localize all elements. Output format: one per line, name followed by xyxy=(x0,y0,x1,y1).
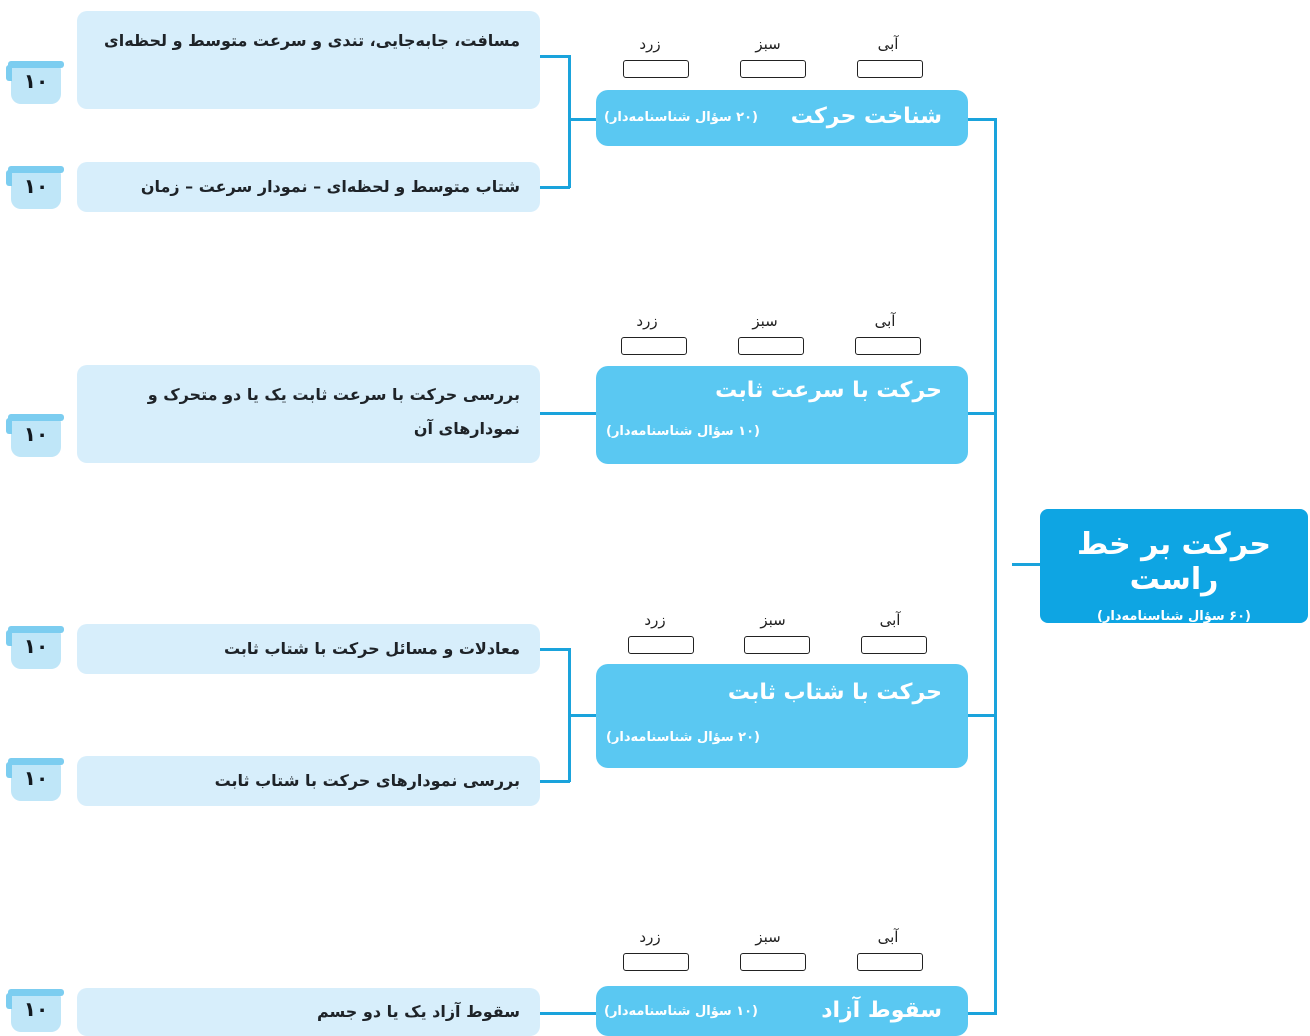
connector-sub-5 xyxy=(540,780,570,783)
connector-topic-1-branch xyxy=(568,55,571,188)
badge-count: ۱۰ xyxy=(23,69,49,93)
label-blue: آبی xyxy=(874,312,896,330)
subtopic-box: بررسی حرکت با سرعت ثابت یک یا دو متحرک و… xyxy=(77,365,540,463)
topic-title: شناخت حرکت xyxy=(790,104,942,129)
checkbox-blue[interactable] xyxy=(857,60,923,78)
connector-root-spine xyxy=(994,118,997,1015)
checkbox-green[interactable] xyxy=(740,60,806,78)
subtopic-box: شتاب متوسط و لحظه‌ای – نمودار سرعت – زما… xyxy=(77,162,540,212)
subtopic-text: مسافت، جابه‌جایی، تندی و سرعت متوسط و لح… xyxy=(104,31,520,50)
subtopic-text: بررسی نمودارهای حرکت با شتاب ثابت xyxy=(214,771,520,790)
topic-count: (۲۰ سؤال شناسنامه‌دار) xyxy=(606,730,760,745)
subtopic-text: معادلات و مسائل حرکت با شتاب ثابت xyxy=(223,639,520,658)
connector-spine-topic-4 xyxy=(967,1012,997,1015)
label-green: سبز xyxy=(752,312,778,330)
count-badge: ۱۰ xyxy=(6,625,64,671)
checkbox-yellow[interactable] xyxy=(621,337,687,355)
checkbox-green[interactable] xyxy=(744,636,810,654)
connector-spine-topic-3 xyxy=(967,714,997,717)
count-badge: ۱۰ xyxy=(6,60,64,106)
label-blue: آبی xyxy=(877,928,899,946)
label-green: سبز xyxy=(755,928,781,946)
count-badge: ۱۰ xyxy=(6,757,64,803)
connector-sub-4 xyxy=(540,648,570,651)
subtopic-text: شتاب متوسط و لحظه‌ای – نمودار سرعت – زما… xyxy=(140,177,520,196)
connector-sub-2 xyxy=(540,186,570,189)
topic-node: سقوط آزاد (۱۰ سؤال شناسنامه‌دار) xyxy=(596,986,968,1036)
badge-count: ۱۰ xyxy=(23,634,49,658)
connector-topic-2-sub-3 xyxy=(540,412,596,415)
label-blue: آبی xyxy=(877,35,899,53)
label-yellow: زرد xyxy=(636,312,658,330)
topic-count: (۲۰ سؤال شناسنامه‌دار) xyxy=(604,110,758,125)
topic-title: حرکت با سرعت ثابت xyxy=(715,378,942,403)
topic-node: حرکت با شتاب ثابت (۲۰ سؤال شناسنامه‌دار) xyxy=(596,664,968,768)
label-yellow: زرد xyxy=(644,611,666,629)
connector-topic-3-branch xyxy=(568,648,571,782)
checkbox-blue[interactable] xyxy=(861,636,927,654)
subtopic-text: بررسی حرکت با سرعت ثابت یک یا دو متحرک و… xyxy=(147,385,520,438)
connector-sub-1 xyxy=(540,55,570,58)
badge-count: ۱۰ xyxy=(23,766,49,790)
beaker-icon xyxy=(11,417,61,457)
checkbox-blue[interactable] xyxy=(855,337,921,355)
beaker-icon xyxy=(11,64,61,104)
connector-topic-3-left xyxy=(568,714,596,717)
label-green: سبز xyxy=(755,35,781,53)
subtopic-box: مسافت، جابه‌جایی، تندی و سرعت متوسط و لح… xyxy=(77,11,540,109)
checkbox-green[interactable] xyxy=(740,953,806,971)
label-blue: آبی xyxy=(879,611,901,629)
topic-title: سقوط آزاد xyxy=(821,998,942,1023)
connector-spine-topic-2 xyxy=(967,412,997,415)
label-green: سبز xyxy=(760,611,786,629)
label-yellow: زرد xyxy=(639,928,661,946)
subtopic-box: معادلات و مسائل حرکت با شتاب ثابت xyxy=(77,624,540,674)
beaker-icon xyxy=(11,629,61,669)
count-badge: ۱۰ xyxy=(6,165,64,211)
beaker-icon xyxy=(11,992,61,1032)
checkbox-blue[interactable] xyxy=(857,953,923,971)
topic-count: (۱۰ سؤال شناسنامه‌دار) xyxy=(604,1004,758,1019)
count-badge: ۱۰ xyxy=(6,988,64,1034)
root-title: حرکت بر خط راست xyxy=(1076,527,1272,597)
beaker-icon xyxy=(11,761,61,801)
count-badge: ۱۰ xyxy=(6,413,64,459)
subtopic-box: سقوط آزاد یک یا دو جسم xyxy=(77,988,540,1036)
connector-spine-topic-1 xyxy=(967,118,997,121)
root-count: (۶۰ سؤال شناسنامه‌دار) xyxy=(1097,609,1251,624)
connector-topic-1-left xyxy=(568,118,596,121)
checkbox-yellow[interactable] xyxy=(623,60,689,78)
badge-count: ۱۰ xyxy=(23,174,49,198)
root-node: حرکت بر خط راست (۶۰ سؤال شناسنامه‌دار) xyxy=(1040,509,1308,624)
subtopic-text: سقوط آزاد یک یا دو جسم xyxy=(316,1002,520,1021)
connector-root-stem xyxy=(1012,563,1042,566)
checkbox-yellow[interactable] xyxy=(628,636,694,654)
label-yellow: زرد xyxy=(639,35,661,53)
checkbox-green[interactable] xyxy=(738,337,804,355)
checkbox-yellow[interactable] xyxy=(623,953,689,971)
connector-topic-4-sub-6 xyxy=(540,1012,596,1015)
badge-count: ۱۰ xyxy=(23,997,49,1021)
topic-node: شناخت حرکت (۲۰ سؤال شناسنامه‌دار) xyxy=(596,90,968,146)
topic-title: حرکت با شتاب ثابت xyxy=(727,680,942,705)
beaker-icon xyxy=(11,169,61,209)
topic-count: (۱۰ سؤال شناسنامه‌دار) xyxy=(606,424,760,439)
badge-count: ۱۰ xyxy=(23,422,49,446)
subtopic-box: بررسی نمودارهای حرکت با شتاب ثابت xyxy=(77,756,540,806)
topic-node: حرکت با سرعت ثابت (۱۰ سؤال شناسنامه‌دار) xyxy=(596,366,968,464)
